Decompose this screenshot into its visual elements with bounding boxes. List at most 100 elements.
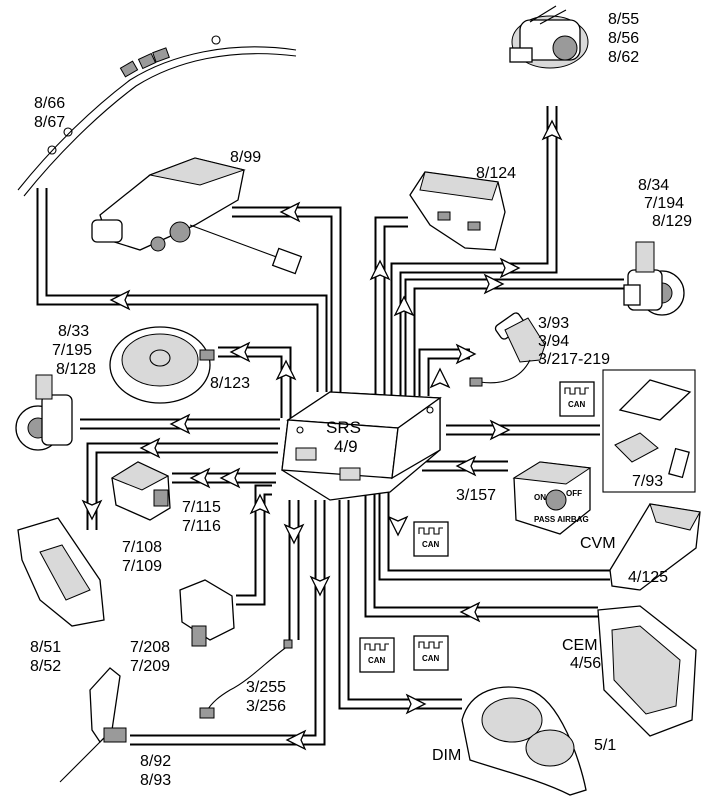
can-badge: CAN — [413, 635, 449, 671]
can-badge-text: CAN — [422, 654, 440, 663]
route-dim — [338, 500, 462, 715]
label-dim-name: DIM — [432, 747, 461, 764]
front-impact-sensor-illustration — [179, 579, 235, 647]
srs-title: SRS — [326, 418, 361, 437]
can-badge: CAN — [359, 637, 395, 673]
harness-fill — [130, 500, 324, 744]
route-driver-tensioner — [80, 413, 280, 435]
route-seat-pos — [283, 500, 305, 640]
direction-arrow — [489, 419, 511, 441]
route-column — [232, 201, 342, 392]
route-occupant — [446, 419, 600, 441]
direction-arrow — [309, 575, 331, 597]
switch-on-text: ON — [534, 493, 546, 502]
cem-illustration — [597, 605, 697, 737]
label-passenger-airbag: 8/124 — [476, 165, 516, 182]
can-badges: CAN CAN CAN CAN — [359, 381, 595, 673]
route-airbag-driver — [218, 341, 297, 418]
direction-arrow — [219, 467, 241, 489]
can-badge: CAN — [413, 521, 449, 557]
label-occupant-sensor: 7/93 — [632, 473, 663, 490]
seat-position-sensor-illustration — [199, 639, 293, 719]
can-badge-text: CAN — [368, 656, 386, 665]
route-cem — [364, 494, 598, 623]
route-switch — [422, 455, 508, 477]
direction-arrow — [459, 601, 481, 623]
direction-arrow — [429, 367, 451, 389]
harness-lines — [36, 106, 624, 751]
harness-fill — [376, 218, 408, 396]
cvm-illustration — [609, 503, 701, 591]
clock-spring-illustration — [509, 5, 589, 69]
direction-arrow — [541, 119, 563, 141]
route-front-sensor — [236, 484, 272, 606]
direction-arrow — [499, 257, 521, 279]
direction-arrow — [81, 499, 103, 521]
route-buckle — [418, 343, 477, 396]
label-driver-airbag: 8/123 — [210, 375, 250, 392]
direction-arrow — [139, 437, 161, 459]
curtain-airbag-illustration — [17, 35, 297, 197]
harness-fill — [380, 490, 610, 579]
direction-arrow — [109, 289, 131, 311]
route-seat-side — [81, 437, 278, 530]
direction-arrow — [393, 295, 415, 317]
driver-airbag-illustration — [109, 326, 215, 404]
direction-arrow — [483, 273, 505, 295]
can-badge-text: CAN — [568, 400, 586, 409]
harness-fill — [236, 486, 272, 604]
occupant-sensor-box — [602, 369, 696, 493]
direction-arrow — [369, 259, 391, 281]
route-pass-tensioner — [393, 273, 624, 396]
steering-column-illustration — [91, 157, 303, 275]
direction-arrow — [169, 413, 191, 435]
can-badge-text: CAN — [422, 540, 440, 549]
route-upper-sensor — [172, 467, 276, 489]
route-knee — [130, 500, 331, 751]
harness-fill — [88, 444, 278, 530]
passenger-airbag-illustration — [409, 171, 506, 251]
dim-illustration — [461, 686, 587, 796]
direction-arrow — [229, 341, 251, 363]
buckle-switch-illustration — [469, 312, 546, 387]
label-dim-code: 5/1 — [594, 737, 616, 754]
direction-arrow — [249, 493, 271, 515]
direction-arrow — [189, 467, 211, 489]
direction-arrow — [283, 523, 305, 545]
label-cvm: CVM4/125 — [580, 535, 668, 586]
harness-fill — [392, 106, 556, 396]
direction-arrow — [275, 359, 297, 381]
harness-fill — [232, 208, 340, 392]
harness-fill — [420, 350, 470, 396]
direction-arrow — [455, 455, 477, 477]
label-passenger-airbag-switch: 3/157 — [456, 487, 496, 504]
direction-arrow — [279, 201, 301, 223]
driver-belt-tensioner-illustration — [15, 374, 73, 451]
airbag-switch-illustration: ON OFF PASS AIRBAG — [512, 461, 592, 535]
label-steering-column: 8/99 — [230, 149, 261, 166]
side-airbag-seat-illustration — [17, 517, 105, 627]
side-impact-sensor-upper-illustration — [110, 461, 171, 521]
harness-fill — [366, 494, 598, 616]
passenger-belt-tensioner-illustration — [623, 241, 685, 316]
direction-arrow — [285, 729, 307, 751]
can-badge: CAN — [559, 381, 595, 417]
srs-code: 4/9 — [334, 437, 358, 456]
harness-fill — [406, 280, 624, 396]
route-curtain — [36, 188, 328, 392]
route-clock — [390, 106, 563, 396]
direction-arrow — [405, 693, 427, 715]
srs-control-module: SRS 4/9 — [281, 391, 442, 501]
route-cvm — [378, 490, 610, 581]
direction-arrow — [455, 343, 477, 365]
